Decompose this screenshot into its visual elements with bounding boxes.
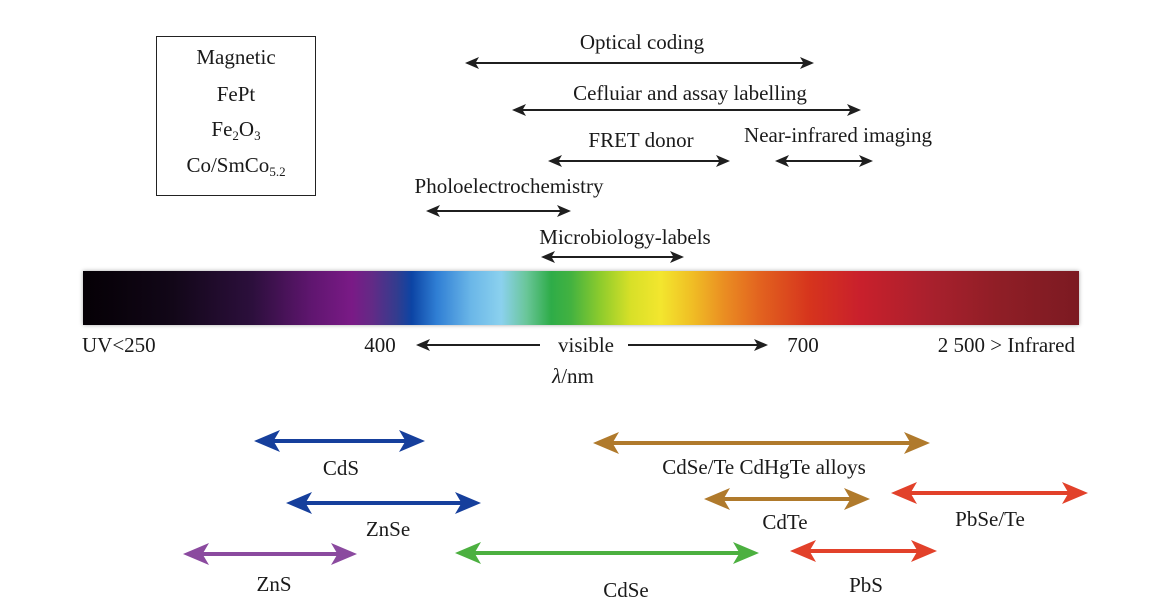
arrow-pbse-te-right-head xyxy=(1062,482,1088,504)
axis-unit-label: λ/nm xyxy=(552,364,594,388)
arrow-photoelectrochemistry-left-head xyxy=(426,205,440,217)
arrow-pbs-left-head xyxy=(790,540,816,562)
arrow-visible-left-head xyxy=(416,339,430,351)
arrow-fret-donor-right-head xyxy=(716,155,730,167)
arrow-cellular-assay-left-head xyxy=(512,104,526,116)
magnetic-item-fe2o3: Fe2O3 xyxy=(211,117,261,143)
material-label-cdte: CdTe xyxy=(762,510,808,534)
color-spectrum-bar xyxy=(83,271,1079,325)
arrow-fret-donor-left-head xyxy=(548,155,562,167)
material-label-zns: ZnS xyxy=(256,572,292,596)
axis-label-visible: visible xyxy=(558,333,614,357)
arrow-cellular-assay-right-head xyxy=(847,104,861,116)
material-label-pbse-te: PbSe/Te xyxy=(955,507,1025,531)
axis-label-uv: UV<250 xyxy=(82,333,156,357)
label-photoelectrochemistry: Pholoelectrochemistry xyxy=(414,174,604,198)
arrow-cdse-left-head xyxy=(455,542,481,564)
arrow-cdte-right-head xyxy=(844,488,870,510)
material-label-cdse-te-cdhgte-alloys: CdSe/Te CdHgTe alloys xyxy=(662,455,866,479)
arrow-cdse-te-cdhgte-right-head xyxy=(904,432,930,454)
arrow-zns-left-head xyxy=(183,543,209,565)
label-optical-coding: Optical coding xyxy=(579,30,705,54)
arrow-zns-right-head xyxy=(331,543,357,565)
magnetic-heading: Magnetic xyxy=(196,45,276,69)
label-fret-donor: FRET donor xyxy=(588,128,694,152)
axis-label-infrared: 2 500 > Infrared xyxy=(937,333,1075,357)
label-near-infrared-imaging: Near-infrared imaging xyxy=(744,123,932,147)
label-cellular-assay-labelling: Cefluiar and assay labelling xyxy=(573,81,807,105)
arrow-cds-left-head xyxy=(254,430,280,452)
label-microbiology-labels: Microbiology-labels xyxy=(539,225,711,249)
magnetic-materials-box: Magnetic FePt Fe2O3 Co/SmCo5.2 xyxy=(156,36,316,196)
arrow-znse-right-head xyxy=(455,492,481,514)
arrow-pbs-right-head xyxy=(911,540,937,562)
material-label-znse: ZnSe xyxy=(365,517,411,541)
arrow-optical-coding-right-head xyxy=(800,57,814,69)
arrow-znse-left-head xyxy=(286,492,312,514)
material-label-cds: CdS xyxy=(322,456,360,480)
axis-tick-400: 400 xyxy=(364,333,396,357)
material-label-pbs: PbS xyxy=(849,573,883,597)
magnetic-item-fept: FePt xyxy=(216,82,256,106)
material-label-cdse: CdSe xyxy=(603,578,649,602)
arrow-cdte-left-head xyxy=(704,488,730,510)
arrow-microbiology-left-head xyxy=(541,251,555,263)
arrow-microbiology-right-head xyxy=(670,251,684,263)
arrow-cdse-right-head xyxy=(733,542,759,564)
magnetic-item-cosmco: Co/SmCo5.2 xyxy=(186,153,286,179)
axis-tick-700: 700 xyxy=(787,333,819,357)
arrow-near-infrared-left-head xyxy=(775,155,789,167)
arrow-cds-right-head xyxy=(399,430,425,452)
arrow-photoelectrochemistry-right-head xyxy=(557,205,571,217)
arrow-near-infrared-right-head xyxy=(859,155,873,167)
arrow-cdse-te-cdhgte-left-head xyxy=(593,432,619,454)
arrow-visible-right-head xyxy=(754,339,768,351)
arrow-optical-coding-left-head xyxy=(465,57,479,69)
arrow-pbse-te-left-head xyxy=(891,482,917,504)
